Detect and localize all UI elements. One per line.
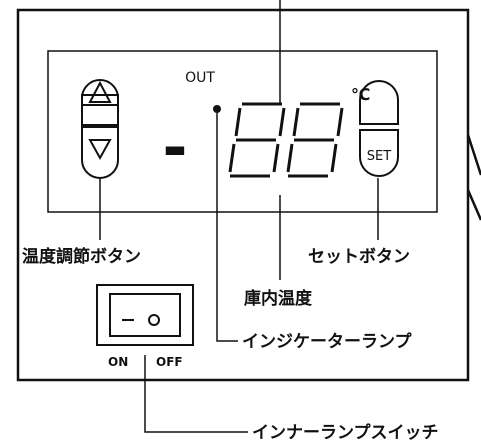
up-button-body [81,94,119,126]
set-button-bottom[interactable] [359,129,399,177]
minus-sign: - [163,113,188,183]
switch-on-label: ON [108,355,128,369]
seg-b2 [336,107,344,137]
set-button-top[interactable] [359,80,399,125]
down-button[interactable] [81,126,119,179]
up-triangle-icon [88,80,112,103]
down-triangle-icon [88,139,112,161]
seg-e2 [286,143,294,173]
label-inside-temp: 庫内温度 [244,288,313,309]
seg-e1 [228,143,236,173]
seg-f1 [234,107,242,137]
digit-display [228,102,344,178]
display-panel [47,50,438,213]
label-temp-adjust: 温度調節ボタン [22,246,141,267]
seg-c2 [330,143,338,173]
indicator-dot [213,105,221,113]
label-set-button: セットボタン [308,247,410,267]
device-outline [16,8,470,382]
edge-slant-top [466,134,481,176]
label-indicator: インジケーターランプ [242,331,412,352]
out-label: OUT [185,70,215,86]
seg-c1 [272,143,280,173]
label-inner-lamp-switch: インナーランプスイッチ [252,422,439,443]
temp-adjust-buttons[interactable] [81,79,119,179]
seg-f2 [292,107,300,137]
seg-b1 [278,107,286,137]
set-button[interactable]: SET [359,80,399,177]
switch-housing [96,284,194,346]
leader-inner-lamp [144,369,248,433]
leader-indicator [216,113,238,342]
switch-rocker[interactable] [109,293,181,337]
rocker-switch-icon[interactable] [96,284,194,346]
edge-slant-bottom [466,189,481,221]
switch-off-label: OFF [156,355,183,369]
switch-off-mark [148,314,160,326]
set-label: SET [367,149,391,164]
